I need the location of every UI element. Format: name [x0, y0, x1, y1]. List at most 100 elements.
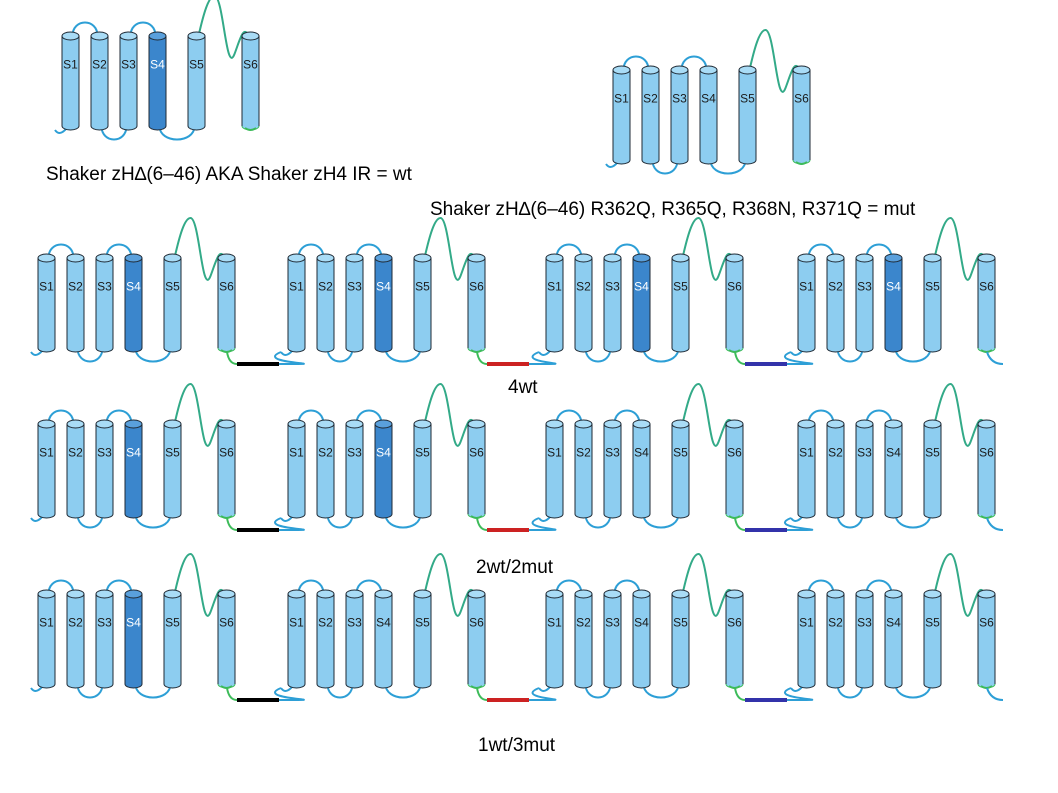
helix-body: [793, 70, 810, 160]
helix-bottom-cap: [699, 159, 718, 165]
helix-s3: S3: [345, 589, 364, 689]
helix-label-s2: S2: [318, 279, 333, 293]
helix-top-cap: [632, 253, 651, 263]
helix-label-s1: S1: [289, 279, 304, 293]
helix-top-cap: [95, 419, 114, 429]
helix-s3: S3: [95, 419, 114, 519]
linker-tail: [734, 517, 746, 531]
helix-top-cap: [826, 589, 845, 599]
helix-label-s4: S4: [701, 91, 716, 105]
s6-c-terminal: [728, 515, 741, 519]
helix-s4: S4: [124, 589, 143, 689]
helix-body: [642, 70, 659, 160]
helix-top-cap: [603, 253, 622, 263]
helix-top-cap: [124, 589, 143, 599]
helix-top-cap: [187, 31, 206, 41]
connecting-loop: [642, 683, 680, 699]
helix-top-cap: [345, 253, 364, 263]
helix-s5: S5: [671, 419, 690, 519]
helix-body: [317, 258, 334, 348]
helix-s5: S5: [923, 589, 942, 689]
helix-top-cap: [467, 419, 486, 429]
helix-top-cap: [287, 589, 306, 599]
s6-c-terminal: [470, 349, 483, 353]
helix-label-s3: S3: [605, 445, 620, 459]
row-label-4wt: 4wt: [508, 377, 538, 398]
helix-body: [726, 594, 743, 684]
helix-top-cap: [345, 589, 364, 599]
linker-tail: [476, 351, 488, 365]
helix-top-cap: [217, 419, 236, 429]
helix-s2: S2: [66, 419, 85, 519]
helix-label-s3: S3: [97, 279, 112, 293]
linker-loop: [274, 517, 305, 531]
connecting-loop: [384, 683, 422, 699]
row-label-1wt-3mut: 1wt/3mut: [478, 735, 556, 756]
helix-top-cap: [884, 589, 903, 599]
helix-label-s3: S3: [605, 279, 620, 293]
helix-s6: S6: [977, 419, 996, 519]
helix-top-cap: [797, 589, 816, 599]
helix-label-s2: S2: [68, 279, 83, 293]
helix-bottom-cap: [855, 513, 874, 519]
helix-top-cap: [374, 589, 393, 599]
helix-body: [67, 424, 84, 514]
helix-s5: S5: [738, 65, 757, 165]
helix-top-cap: [632, 419, 651, 429]
helix-bottom-cap: [287, 347, 306, 353]
helix-label-s3: S3: [857, 279, 872, 293]
helix-top-cap: [641, 65, 660, 75]
helix-top-cap: [725, 253, 744, 263]
helix-body: [978, 594, 995, 684]
helix-bottom-cap: [95, 683, 114, 689]
helix-label-s4: S4: [376, 445, 391, 459]
helix-bottom-cap: [345, 513, 364, 519]
helix-label-s3: S3: [857, 615, 872, 629]
helix-body: [575, 258, 592, 348]
s6-c-terminal: [244, 127, 257, 131]
helix-body: [739, 70, 756, 160]
helix-body: [317, 594, 334, 684]
helix-label-s2: S2: [318, 615, 333, 629]
helix-body: [633, 424, 650, 514]
helix-body: [924, 594, 941, 684]
helix-s4: S4: [632, 589, 651, 689]
helix-body: [672, 424, 689, 514]
helix-body: [633, 594, 650, 684]
helix-label-s6: S6: [979, 279, 994, 293]
pore-loop: [933, 382, 986, 447]
helix-label-s5: S5: [189, 57, 204, 71]
helix-label-s3: S3: [347, 445, 362, 459]
helix-label-s1: S1: [547, 279, 562, 293]
s6-c-terminal: [220, 515, 233, 519]
helix-s2: S2: [66, 253, 85, 353]
helix-label-s3: S3: [672, 91, 687, 105]
helix-body: [346, 594, 363, 684]
helix-top-cap: [545, 253, 564, 263]
linker-tail: [476, 687, 488, 701]
helix-s1: S1: [797, 419, 816, 519]
s6-c-terminal: [980, 515, 993, 519]
helix-label-s6: S6: [979, 615, 994, 629]
helix-s2: S2: [66, 589, 85, 689]
helix-body: [96, 424, 113, 514]
helix-s1: S1: [545, 419, 564, 519]
helix-bottom-cap: [884, 347, 903, 353]
helix-body: [414, 424, 431, 514]
helix-s3: S3: [855, 419, 874, 519]
helix-body: [468, 594, 485, 684]
helix-label-s6: S6: [219, 279, 234, 293]
helix-label-s6: S6: [469, 615, 484, 629]
helix-bottom-cap: [671, 347, 690, 353]
helix-label-s3: S3: [605, 615, 620, 629]
helix-s5: S5: [671, 589, 690, 689]
